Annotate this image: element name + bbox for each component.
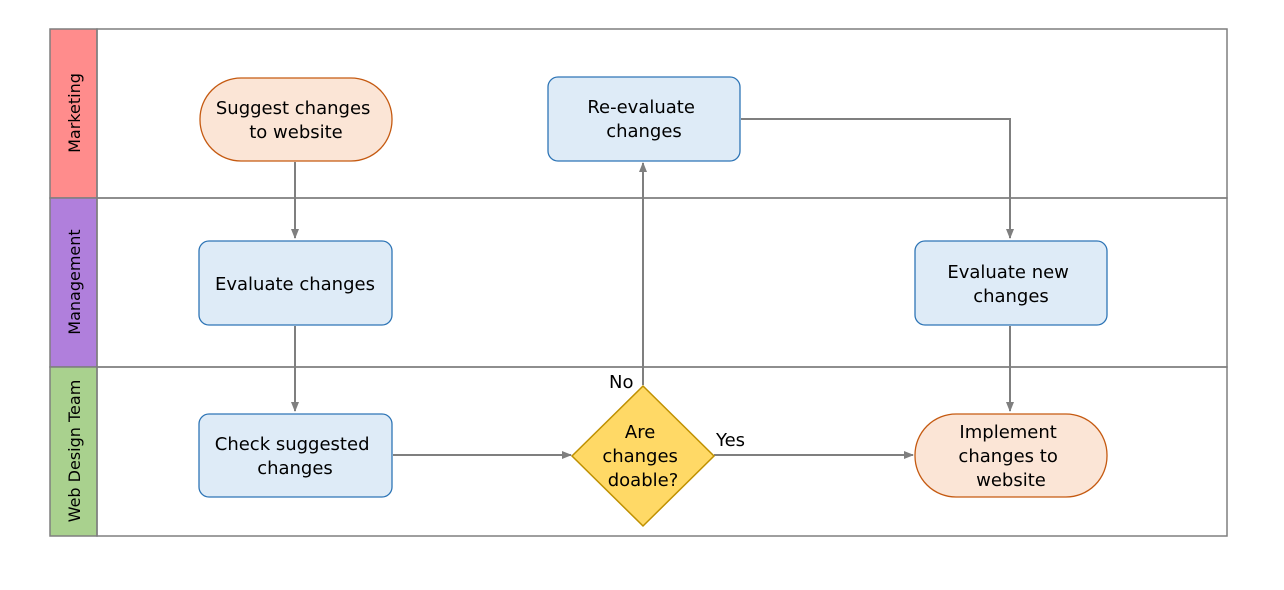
node-label-implement-changes: Implement changes to website <box>958 422 1063 491</box>
node-label-line: Implement <box>959 422 1056 443</box>
node-label-line: Suggest changes <box>216 98 371 119</box>
node-label-evaluate-new-changes: Evaluate new changes <box>947 262 1074 307</box>
lane-label-management: Management <box>65 229 84 334</box>
node-label-line: Evaluate changes <box>215 274 375 295</box>
node-label-check-suggested-changes: Check suggested changes <box>215 434 375 479</box>
lane-header-management <box>49 197 98 368</box>
node-label-line: Evaluate new <box>947 262 1069 283</box>
lane-label-marketing: Marketing <box>65 73 84 153</box>
node-label-re-evaluate-changes: Re-evaluate changes <box>587 97 700 142</box>
lane-header-web-design-team <box>49 366 98 537</box>
node-label-line: Are <box>625 422 655 443</box>
node-implement-changes <box>914 413 1108 498</box>
node-label-line: Re-evaluate <box>587 97 695 118</box>
node-label-line: Check suggested <box>215 434 370 455</box>
node-label-line: to website <box>249 122 343 143</box>
node-label-evaluate-changes: Evaluate changes <box>215 274 375 295</box>
lane-body-web-design-team <box>96 366 1228 537</box>
edge-label-yes: Yes <box>715 430 745 451</box>
node-label-line: changes <box>257 458 333 479</box>
lane-header-marketing <box>49 28 98 199</box>
node-label-decision: Are changes doable? <box>602 422 683 491</box>
connector-reevaluate-to-evaluate-new <box>741 118 1014 239</box>
node-label-line: changes <box>602 446 678 467</box>
node-label-suggest-changes: Suggest changes to website <box>216 98 376 143</box>
node-label-line: changes to <box>958 446 1057 467</box>
node-evaluate-new-changes <box>914 240 1108 326</box>
node-label-line: website <box>976 470 1046 491</box>
node-label-line: changes <box>973 286 1049 307</box>
node-label-line: doable? <box>608 470 679 491</box>
edge-label-no: No <box>609 372 633 393</box>
lane-label-web-design-team: Web Design Team <box>65 380 84 523</box>
node-label-line: changes <box>606 121 682 142</box>
node-evaluate-changes <box>198 240 393 326</box>
node-check-suggested-changes <box>198 413 393 498</box>
node-suggest-changes <box>199 77 393 162</box>
node-re-evaluate-changes <box>547 76 741 162</box>
node-decision-changes-doable <box>570 384 716 528</box>
